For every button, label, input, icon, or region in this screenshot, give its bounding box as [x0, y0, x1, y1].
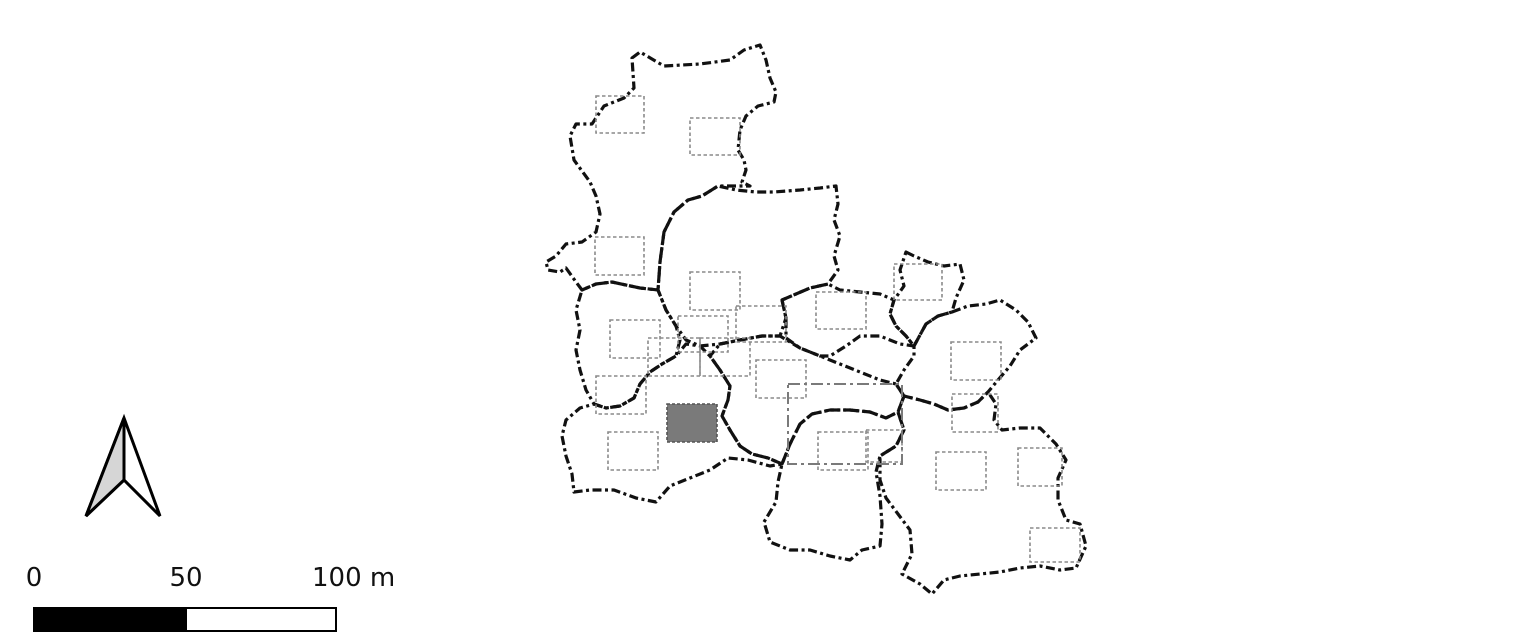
plot	[647, 337, 701, 377]
plot	[755, 359, 807, 399]
plot	[609, 319, 661, 359]
plot	[1017, 447, 1063, 487]
district-central	[656, 184, 842, 348]
plot	[935, 451, 987, 491]
plot	[689, 117, 741, 156]
plot	[815, 291, 867, 330]
plot	[893, 263, 943, 301]
scale-bar: 0 50 100 m	[26, 563, 395, 632]
plot	[1029, 527, 1081, 563]
district-south	[762, 408, 906, 562]
scale-bar-segment-black	[33, 607, 187, 632]
district-west	[574, 280, 682, 410]
north-arrow-icon	[84, 413, 162, 518]
plot	[735, 305, 787, 343]
plot	[595, 375, 647, 415]
scale-label-100m: 100 m	[312, 563, 395, 593]
plot	[950, 341, 1002, 381]
plot	[699, 337, 751, 377]
district-center-south	[708, 334, 906, 466]
scale-label-0: 0	[26, 563, 43, 593]
plot	[865, 429, 903, 463]
plot-selected	[666, 403, 718, 443]
plot	[607, 431, 659, 471]
plot	[677, 315, 729, 353]
plot	[817, 431, 869, 471]
study-frame	[787, 383, 903, 465]
scale-bar-segment-white	[185, 607, 337, 632]
district-southeast	[878, 390, 1088, 596]
district-east-central	[780, 282, 916, 358]
plot	[595, 95, 645, 134]
survey-plots	[594, 95, 1081, 563]
scale-label-50: 50	[169, 563, 202, 593]
district-northeast-small	[888, 250, 966, 348]
plot	[951, 393, 999, 433]
plot	[689, 271, 741, 311]
district-boundaries	[544, 43, 1088, 596]
plot	[594, 236, 645, 276]
